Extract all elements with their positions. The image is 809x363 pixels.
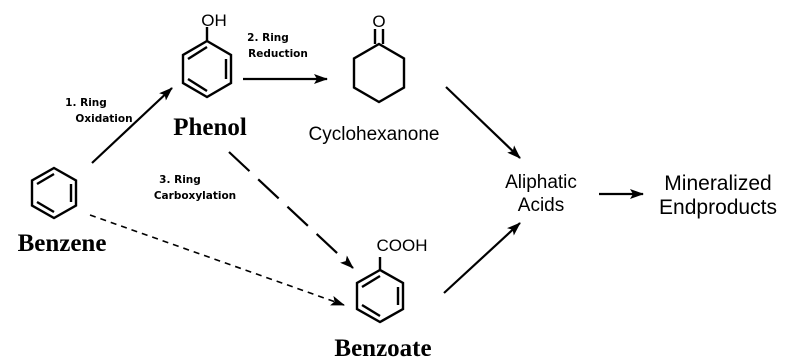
phenol-label: Phenol bbox=[173, 114, 247, 141]
cyclohexanone-label: Cyclohexanone bbox=[309, 124, 440, 145]
mineralized-endproducts-label-line2: Endproducts bbox=[659, 196, 777, 219]
arrow-benzene-to-phenol bbox=[91, 87, 173, 164]
step-carboxylation-label-line1: 3. Ring bbox=[159, 174, 201, 186]
hydroxyl-group-label: OH bbox=[201, 11, 227, 30]
carboxyl-group-label: COOH bbox=[377, 236, 428, 255]
step-oxidation-label-line2: Oxidation bbox=[75, 113, 132, 125]
benzoate-structure bbox=[355, 257, 405, 324]
mineralized-endproducts-label-line1: Mineralized bbox=[664, 172, 771, 195]
benzene-label: Benzene bbox=[18, 230, 107, 257]
arrow-cyclohexanone-to-aliphatic-acids bbox=[445, 86, 521, 159]
phenol-structure bbox=[181, 27, 233, 99]
arrow-benzoate-to-aliphatic-acids bbox=[443, 222, 521, 294]
benzene-structure bbox=[30, 166, 78, 220]
arrow-phenol-to-benzoate bbox=[228, 151, 354, 269]
arrow-benzene-to-benzoate-dashed bbox=[89, 214, 345, 306]
aliphatic-acids-label-line2: Acids bbox=[518, 195, 564, 216]
step-reduction-label-line1: 2. Ring bbox=[247, 32, 289, 44]
aliphatic-acids-label-line1: Aliphatic bbox=[505, 172, 577, 193]
cyclohexanone-structure bbox=[352, 29, 406, 104]
step-oxidation-label-line1: 1. Ring bbox=[65, 97, 107, 109]
benzoate-label: Benzoate bbox=[334, 335, 431, 358]
step-carboxylation-label-line2: Carboxylation bbox=[154, 190, 236, 202]
step-reduction-label-line2: Reduction bbox=[248, 48, 308, 60]
ketone-oxygen-label: O bbox=[372, 12, 385, 31]
